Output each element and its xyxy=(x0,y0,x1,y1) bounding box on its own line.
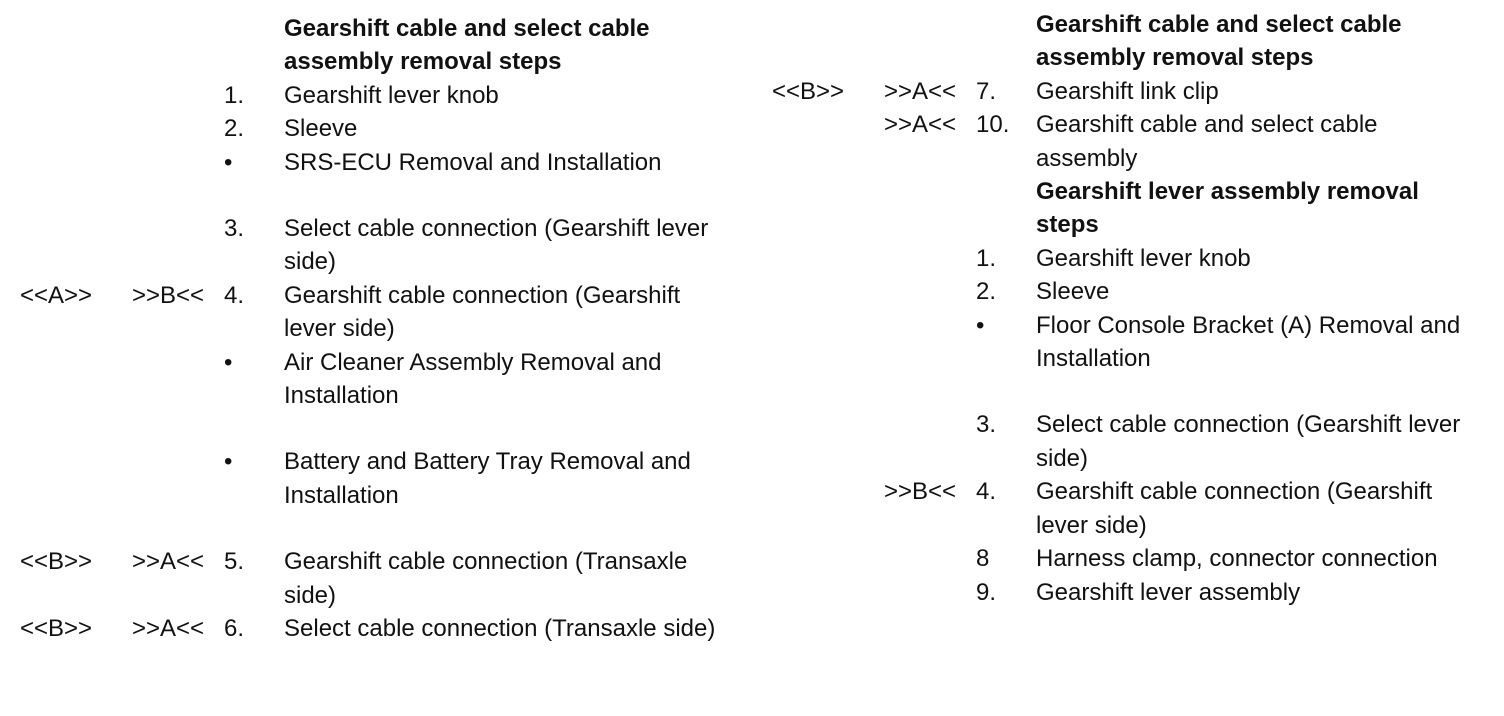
ref-tag: >>A<< xyxy=(884,111,957,139)
step-text: Sleeve xyxy=(1036,278,1110,306)
step-number: 7. xyxy=(976,77,997,105)
step-row: 3. Select cable connection (Gearshift le… xyxy=(0,212,740,279)
step-text: Select cable connection (Gearshift lever… xyxy=(1036,411,1461,472)
step-row: <<B>> >>A<< 5. Gearshift cable connectio… xyxy=(0,545,740,612)
step-row: 9. Gearshift lever assembly xyxy=(752,576,1504,609)
section-heading: Gearshift cable and select cable assembl… xyxy=(1036,11,1402,72)
ref-tag: <<A>> xyxy=(20,281,93,309)
step-row: <<B>> >>A<< 6. Select cable connection (… xyxy=(0,612,740,645)
step-row: 2. Sleeve xyxy=(0,112,740,145)
bullet-marker: • xyxy=(224,348,233,376)
step-text: Select cable connection (Gearshift lever… xyxy=(284,215,709,276)
step-number: 4. xyxy=(976,478,997,506)
ref-tag: >>A<< xyxy=(132,615,205,643)
step-number: 8 xyxy=(976,545,990,573)
step-number: 6. xyxy=(224,615,245,643)
step-row: • Battery and Battery Tray Removal and I… xyxy=(0,445,740,512)
left-column: Gearshift cable and select cable assembl… xyxy=(0,12,740,646)
left-heading-row: Gearshift cable and select cable assembl… xyxy=(0,12,740,79)
right-heading-row: Gearshift cable and select cable assembl… xyxy=(752,8,1504,75)
reference-link[interactable]: Air Cleaner Assembly Removal and Install… xyxy=(284,348,662,410)
step-text: Gearshift cable connection (Transaxle si… xyxy=(284,548,688,609)
step-number: 2. xyxy=(976,278,997,306)
step-number: 1. xyxy=(224,81,245,109)
step-row: • Floor Console Bracket (A) Removal and … xyxy=(752,309,1504,376)
step-text: Gearshift cable connection (Gearshift le… xyxy=(1036,478,1433,539)
step-text: Sleeve xyxy=(284,115,358,143)
step-row: • SRS-ECU Removal and Installation xyxy=(0,146,740,179)
right-column: Gearshift cable and select cable assembl… xyxy=(752,8,1504,609)
step-number: 10. xyxy=(976,111,1010,139)
step-number: 1. xyxy=(976,244,997,272)
ref-tag: >>A<< xyxy=(132,548,205,576)
ref-tag: <<B>> xyxy=(772,77,845,105)
reference-link[interactable]: Battery and Battery Tray Removal and Ins… xyxy=(284,448,691,509)
step-number: 9. xyxy=(976,578,997,606)
step-row: <<B>> >>A<< 7. Gearshift link clip xyxy=(752,75,1504,108)
bullet-marker: • xyxy=(224,148,233,176)
step-number: 3. xyxy=(976,411,997,439)
step-row: 8 Harness clamp, connector connection xyxy=(752,542,1504,575)
step-text: Harness clamp, connector connection xyxy=(1036,545,1438,573)
step-row: <<A>> >>B<< 4. Gearshift cable connectio… xyxy=(0,279,740,346)
ref-tag: <<B>> xyxy=(20,548,93,576)
step-row: 1. Gearshift lever knob xyxy=(752,242,1504,275)
step-row: 3. Select cable connection (Gearshift le… xyxy=(752,408,1504,475)
section-heading: Gearshift cable and select cable assembl… xyxy=(284,15,650,76)
step-text: Select cable connection (Transaxle side) xyxy=(284,615,716,643)
step-row: • Air Cleaner Assembly Removal and Insta… xyxy=(0,346,740,413)
step-number: 3. xyxy=(224,215,245,243)
step-row: 2. Sleeve xyxy=(752,275,1504,308)
step-text: Gearshift lever knob xyxy=(1036,244,1251,272)
step-text: Gearshift lever knob xyxy=(284,81,499,109)
step-number: 4. xyxy=(224,281,245,309)
ref-tag: >>B<< xyxy=(132,281,205,309)
section-heading: Gearshift lever assembly removal steps xyxy=(1036,178,1419,239)
ref-tag: >>A<< xyxy=(884,77,957,105)
step-number: 2. xyxy=(224,115,245,143)
ref-tag: <<B>> xyxy=(20,615,93,643)
bullet-marker: • xyxy=(976,311,985,339)
bullet-marker: • xyxy=(224,448,233,476)
step-number: 5. xyxy=(224,548,245,576)
reference-link[interactable]: Floor Console Bracket (A) Removal and In… xyxy=(1036,311,1461,373)
step-text: Gearshift cable connection (Gearshift le… xyxy=(284,281,681,343)
step-row: 1. Gearshift lever knob xyxy=(0,79,740,112)
step-text: Gearshift lever assembly xyxy=(1036,578,1301,606)
right-heading-row: Gearshift lever assembly removal steps xyxy=(752,175,1504,242)
ref-tag: >>B<< xyxy=(884,478,957,506)
step-text: Gearshift cable and select cable assembl… xyxy=(1036,111,1378,172)
step-row: >>B<< 4. Gearshift cable connection (Gea… xyxy=(752,475,1504,542)
step-row: >>A<< 10. Gearshift cable and select cab… xyxy=(752,108,1504,175)
reference-link[interactable]: SRS-ECU Removal and Installation xyxy=(284,148,662,176)
step-text: Gearshift link clip xyxy=(1036,77,1219,105)
